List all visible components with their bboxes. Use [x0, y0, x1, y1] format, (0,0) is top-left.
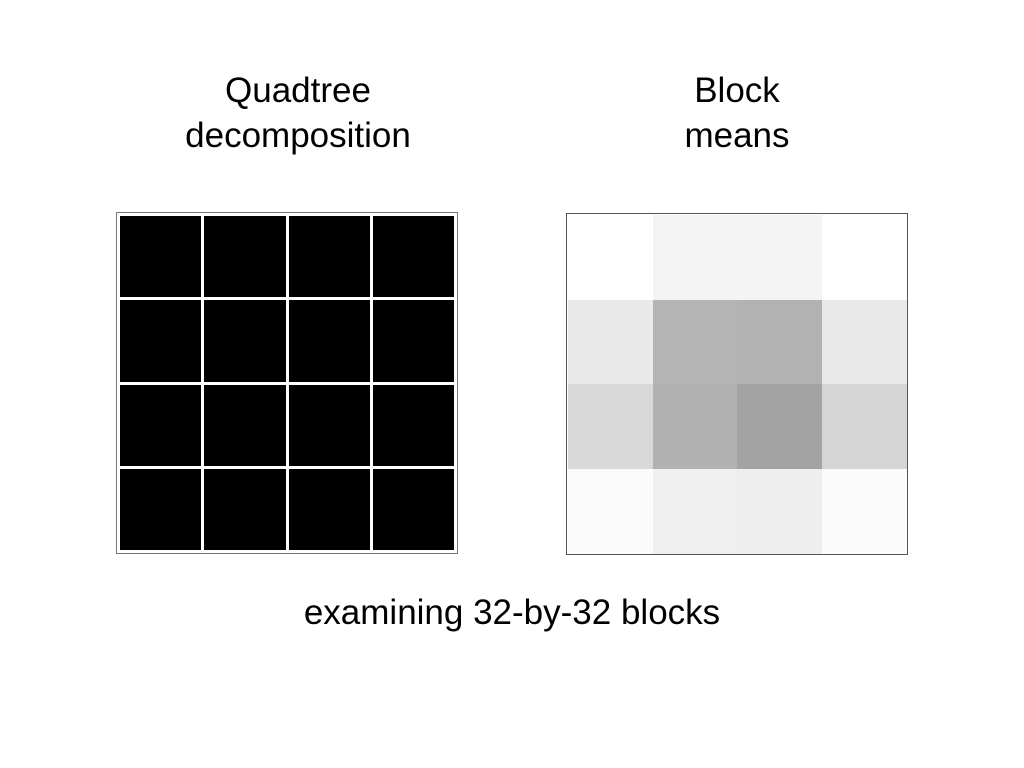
quadtree-block: [372, 300, 454, 382]
block-mean-cell: [652, 215, 738, 300]
block-mean-cell: [821, 299, 907, 385]
block-mean-cell: [737, 384, 822, 469]
quadtree-block: [120, 300, 202, 382]
quadtree-block: [204, 468, 286, 550]
block-mean-cell: [652, 468, 738, 554]
quadtree-decomposition-image: [116, 212, 458, 554]
block-means-title: Block means: [567, 68, 907, 158]
block-means-title-line-1: Block: [694, 71, 780, 110]
quadtree-block: [288, 384, 370, 466]
block-mean-cell: [737, 299, 822, 385]
quadtree-block: [204, 216, 286, 298]
quadtree-block: [372, 384, 454, 466]
quadtree-block: [120, 384, 202, 466]
block-mean-cell: [737, 468, 822, 554]
quadtree-block: [288, 300, 370, 382]
block-mean-cell: [652, 299, 738, 385]
caption: examining 32-by-32 blocks: [303, 593, 721, 632]
block-mean-cell: [568, 299, 653, 385]
block-mean-cell: [821, 384, 907, 469]
block-mean-cell: [652, 384, 738, 469]
quadtree-title: Quadtree decomposition: [128, 68, 468, 158]
block-means-title-line-2: means: [684, 116, 790, 155]
quadtree-block: [288, 216, 370, 298]
block-mean-cell: [568, 215, 653, 300]
quadtree-block: [372, 216, 454, 298]
quadtree-title-line-2: decomposition: [185, 116, 411, 155]
quadtree-block: [204, 300, 286, 382]
quadtree-block: [120, 468, 202, 550]
quadtree-block: [372, 468, 454, 550]
block-mean-cell: [568, 384, 653, 469]
quadtree-block: [120, 216, 202, 298]
quadtree-title-line-1: Quadtree: [225, 71, 371, 110]
quadtree-block: [288, 468, 370, 550]
block-means-image: [566, 213, 908, 555]
block-mean-cell: [568, 468, 653, 554]
block-mean-cell: [821, 468, 907, 554]
block-mean-cell: [821, 215, 907, 300]
quadtree-block: [204, 384, 286, 466]
block-mean-cell: [737, 215, 822, 300]
